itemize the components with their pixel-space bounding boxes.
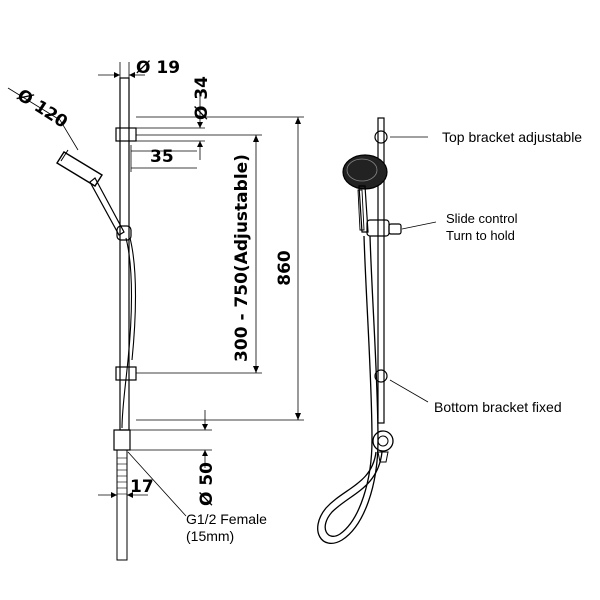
- rail-bar: [119, 77, 130, 431]
- callout-bottom-bracket: Bottom bracket fixed: [389, 379, 562, 415]
- dim-head-diameter-text: Ø 120: [13, 85, 71, 132]
- product-hose: [324, 235, 383, 537]
- dim-outlet-width: 17: [98, 470, 154, 500]
- product-rail: [377, 117, 385, 424]
- product-showerhead: [342, 154, 388, 190]
- slide-control-label-line1: Slide control: [446, 211, 518, 226]
- dim-bracket-diameter-text: Ø 34: [192, 76, 212, 120]
- dim-total-height: 860: [136, 116, 304, 421]
- slide-control-label-line2: Turn to hold: [446, 228, 515, 243]
- threaded-pipe: [116, 449, 128, 561]
- product-bottom-bracket: [374, 369, 388, 383]
- dim-bracket-offset: 35: [130, 145, 197, 172]
- top-bracket-label: Top bracket adjustable: [442, 129, 582, 145]
- elevation-drawing: Ø 19 Ø 34 Ø 120 35: [7, 58, 304, 561]
- handshower-handle: [89, 177, 125, 236]
- callout-slide-control: Slide control Turn to hold: [401, 211, 518, 243]
- dim-bar-diameter: Ø 19: [98, 58, 180, 80]
- handshower-head: [56, 151, 103, 187]
- connection-label-line1: G1/2 Female: [186, 511, 267, 527]
- dim-bracket-offset-text: 35: [150, 147, 174, 167]
- dim-bar-diameter-text: Ø 19: [136, 58, 180, 78]
- product-top-bracket: [374, 130, 388, 144]
- hose-side-view: [121, 237, 133, 429]
- product-view: Top bracket adjustable Slide control Tur…: [317, 117, 582, 544]
- top-bracket: [115, 127, 137, 142]
- callout-connection: G1/2 Female (15mm): [127, 451, 267, 544]
- callout-top-bracket: Top bracket adjustable: [390, 129, 582, 145]
- product-handle: [358, 185, 369, 233]
- dim-outlet-width-text: 17: [130, 477, 154, 497]
- dim-bracket-diameter: Ø 34: [136, 76, 212, 160]
- dim-outlet-diameter-text: Ø 50: [197, 462, 217, 506]
- dim-outlet-diameter: Ø 50: [130, 410, 217, 506]
- connection-label-line2: (15mm): [186, 528, 234, 544]
- product-wall-outlet: [372, 430, 394, 452]
- slider: [116, 225, 132, 241]
- dim-adjustable-range: 300 - 750(Adjustable): [136, 134, 262, 374]
- dim-adjustable-range-text: 300 - 750(Adjustable): [232, 154, 252, 362]
- dim-total-height-text: 860: [275, 250, 295, 286]
- dim-head-diameter: Ø 120: [7, 85, 79, 151]
- thread-lines: [117, 457, 127, 495]
- wall-outlet: [113, 429, 131, 451]
- bottom-bracket-label: Bottom bracket fixed: [434, 399, 562, 415]
